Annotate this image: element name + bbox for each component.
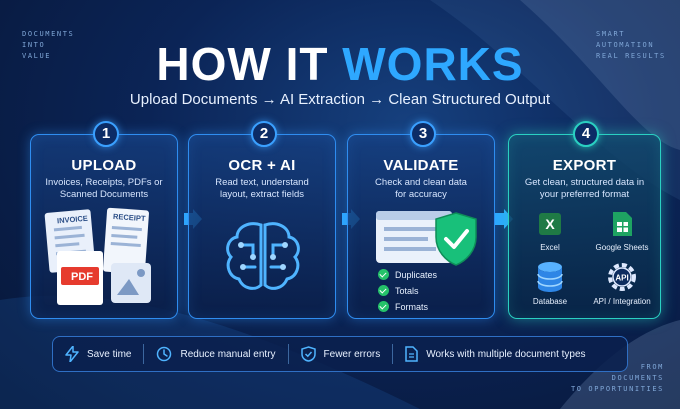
database-icon: [537, 262, 563, 292]
step-upload-card: 1 UPLOAD Invoices, Receipts, PDFs or Sca…: [30, 121, 178, 319]
feature-multiple-document-types: Works with multiple document types: [405, 346, 586, 362]
shield-check-icon: [300, 346, 316, 362]
divider: [143, 344, 145, 364]
step-description: Get clean, structured data in your prefe…: [524, 177, 645, 200]
step-description: Invoices, Receipts, PDFs or Scanned Docu…: [45, 177, 163, 200]
step-ocr-ai-card: 2 OCR + AI Read text, understand layout,…: [188, 121, 336, 319]
clock-icon: [157, 346, 172, 362]
title-part-1: HOW IT: [156, 38, 329, 90]
check-totals: Totals: [378, 285, 419, 296]
divider: [392, 344, 394, 364]
step-title: VALIDATE: [383, 157, 459, 174]
step-number-badge: 2: [251, 121, 277, 147]
document-icon: [405, 346, 418, 362]
features-bar: Save time Reduce manual entry Fewer erro…: [52, 336, 628, 372]
validation-illustration: [376, 211, 477, 266]
api-gear-icon: API: [608, 263, 636, 291]
feature-fewer-errors: Fewer errors: [300, 346, 380, 362]
step-number-badge: 1: [93, 121, 119, 147]
page-title: HOW IT WORKS: [0, 38, 680, 90]
divider: [287, 344, 289, 364]
brain-icon: [226, 222, 300, 290]
step-title: EXPORT: [552, 157, 617, 174]
check-icon: [378, 269, 389, 280]
target-sheets-label: Google Sheets: [595, 243, 649, 252]
step-validate-card: 3 VALIDATE Check and clean data for accu…: [347, 121, 495, 319]
feature-save-time: Save time: [65, 346, 131, 362]
check-icon: [378, 285, 389, 296]
sheets-icon: [613, 212, 632, 236]
check-formats: Formats: [378, 301, 428, 312]
svg-text:API: API: [615, 274, 628, 283]
check-duplicates: Duplicates: [378, 269, 437, 280]
step-description: Read text, understand layout, extract fi…: [215, 177, 309, 200]
step-title: UPLOAD: [71, 157, 137, 174]
check-icon: [378, 301, 389, 312]
step-number-badge: 3: [410, 121, 436, 147]
target-api-label: API / Integration: [593, 297, 651, 306]
excel-icon: X: [539, 213, 561, 235]
documents-illustration: [44, 207, 151, 305]
lightning-icon: [65, 346, 79, 362]
step-export-card: 4 EXPORT Get clean, structured data in y…: [508, 121, 661, 319]
target-database-label: Database: [532, 297, 568, 306]
svg-text:X: X: [545, 216, 555, 232]
title-part-2: WORKS: [342, 38, 524, 90]
step-title: OCR + AI: [228, 157, 296, 174]
subtitle: Upload Documents → AI Extraction → Clean…: [129, 91, 551, 108]
target-excel-label: Excel: [540, 243, 560, 252]
step-number-badge: 4: [573, 121, 599, 147]
step-description: Check and clean data for accuracy: [375, 177, 467, 200]
feature-reduce-manual-entry: Reduce manual entry: [156, 346, 276, 362]
pdf-label: PDF: [71, 271, 93, 283]
